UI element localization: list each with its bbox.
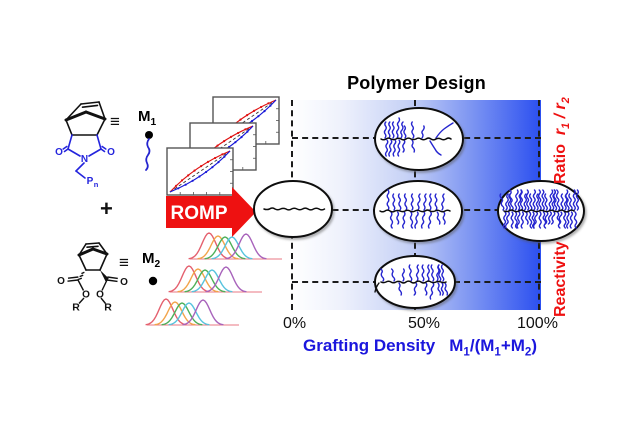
y-axis-ratio-formula: r1 / r2	[552, 97, 573, 136]
monomer-m2-structure: O O O O R R	[57, 242, 128, 314]
x-tick-100: 100%	[517, 315, 558, 332]
m2-oxygen-left-label: O	[57, 276, 65, 287]
m1-pn-subscript: n	[94, 180, 99, 189]
m2-r-left-label: R	[72, 302, 80, 314]
y-axis-label-lower: Reactivity	[552, 241, 570, 317]
monomer-m1-structure: O O N P n	[55, 101, 115, 189]
m2-oxygen-inner-right-label: O	[96, 290, 104, 301]
x-tick-0: 0%	[283, 315, 307, 332]
y-axis-word-ratio: Ratio	[552, 144, 569, 184]
m1-oxygen-left-label: O	[55, 147, 63, 158]
m1-pn-label: P	[87, 176, 94, 187]
m1-nitrogen-label: N	[81, 154, 88, 165]
m1-equivalence-symbol: ≡	[110, 112, 120, 131]
romp-arrow: ROMP	[166, 187, 256, 237]
x-axis-label: Grafting Density	[303, 336, 436, 355]
m2-oxygen-inner-left-label: O	[82, 290, 90, 301]
m1-oxygen-right-label: O	[107, 147, 115, 158]
m2-r-right-label: R	[104, 302, 112, 314]
gpc-trace-stacks	[145, 232, 282, 326]
plus-sign: +	[100, 196, 113, 221]
m2-monomer-symbol	[148, 276, 158, 286]
m1-label: M1	[138, 108, 157, 128]
panel-title: Polymer Design	[347, 73, 486, 93]
m2-label: M2	[142, 250, 161, 270]
m1-macromonomer-symbol	[145, 131, 153, 171]
kinetics-plots	[166, 96, 280, 196]
romp-arrow-label: ROMP	[171, 203, 228, 224]
m2-oxygen-right-label: O	[120, 277, 128, 288]
x-axis-formula: M1/(M1+M2)	[449, 336, 537, 359]
m2-equivalence-symbol: ≡	[119, 253, 129, 272]
x-axis-title: Grafting Density M1/(M1+M2)	[270, 336, 570, 359]
y-axis-label-upper: Ratio r1 / r2	[552, 97, 573, 184]
y-axis-word-reactivity: Reactivity	[552, 241, 569, 317]
x-tick-50: 50%	[408, 315, 441, 332]
